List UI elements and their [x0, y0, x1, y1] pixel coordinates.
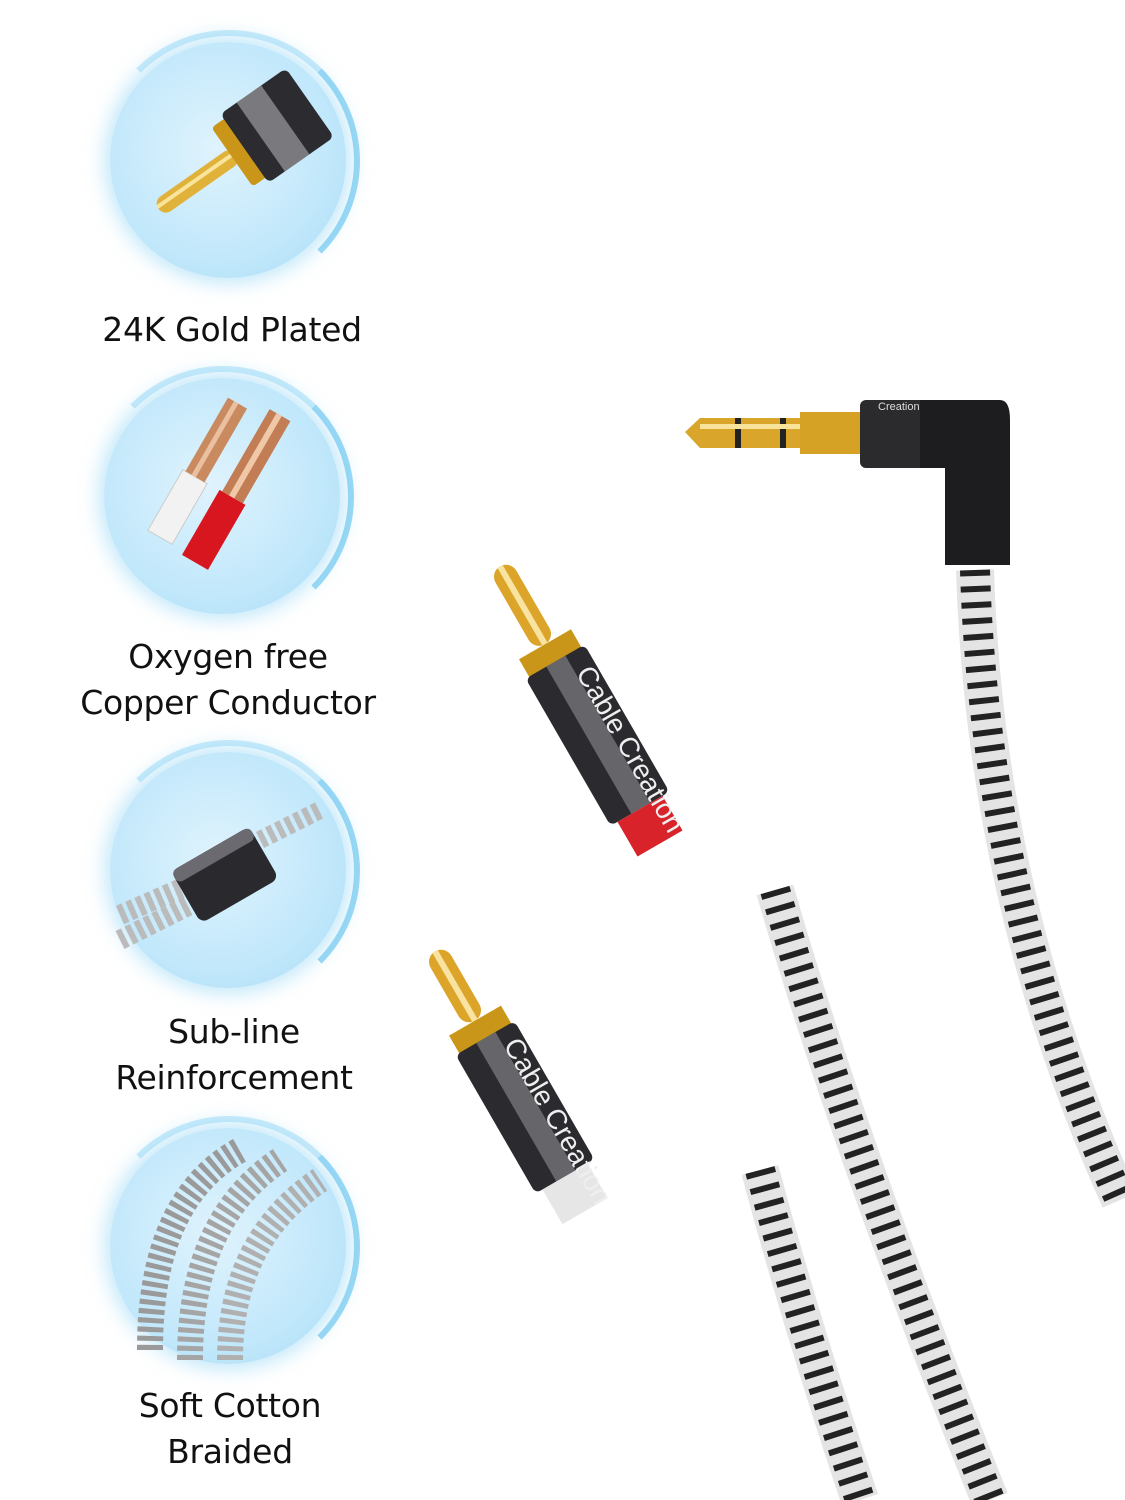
feature-label-reinforcement: Sub-line Reinforcement — [54, 1009, 414, 1101]
feature-text: Copper Conductor — [80, 683, 376, 722]
feature-text: Reinforcement — [115, 1058, 353, 1097]
feature-label-copper: Oxygen free Copper Conductor — [48, 634, 408, 726]
decorative-arc — [98, 740, 360, 1002]
feature-label-gold: 24K Gold Plated — [52, 307, 412, 353]
decorative-arc — [98, 30, 360, 292]
aux-plug: Creation — [685, 400, 1010, 565]
feature-label-braided: Soft Cotton Braided — [50, 1383, 410, 1475]
feature-text: Sub-line — [168, 1012, 300, 1051]
rca-plug-red: Cable Creation — [494, 564, 690, 857]
feature-text: Soft Cotton — [138, 1386, 322, 1425]
feature-text: 24K Gold Plated — [102, 310, 362, 349]
braided-cable — [741, 569, 1125, 1500]
decorative-arc — [98, 1116, 360, 1378]
feature-text: Braided — [167, 1432, 293, 1471]
rca-plug-white: Cable Creation — [429, 949, 618, 1225]
aux-logo-text: Creation — [878, 401, 920, 413]
decorative-arc — [92, 366, 354, 628]
feature-text: Oxygen free — [128, 637, 328, 676]
